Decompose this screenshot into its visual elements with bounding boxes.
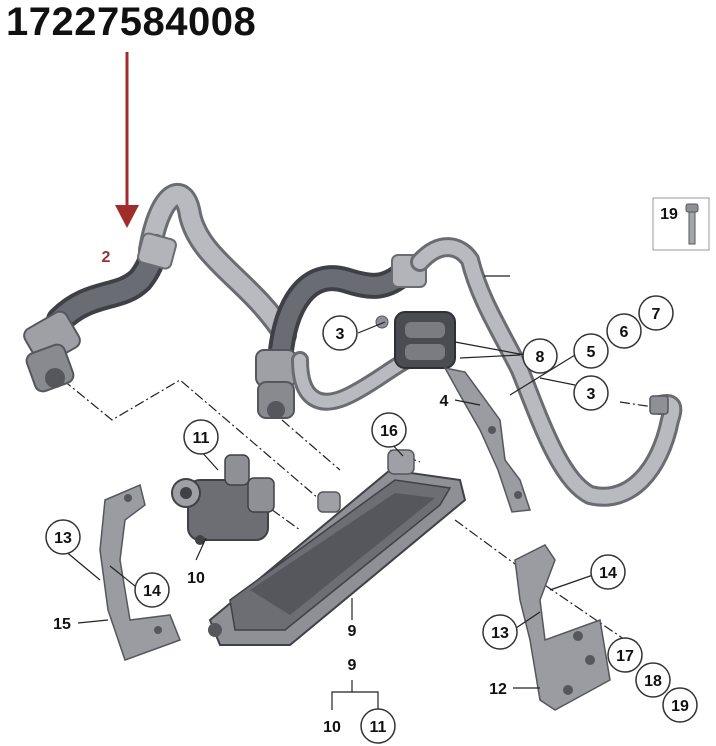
callout-14-left: 14	[143, 583, 161, 600]
label-2-highlight: 2	[102, 249, 111, 266]
label-9-group: 9	[348, 657, 357, 674]
callout-leaders	[63, 275, 594, 710]
label-10-group: 10	[323, 719, 341, 736]
callout-circles	[45, 295, 698, 744]
callout-17: 17	[616, 648, 634, 665]
bracket-part-15	[99, 483, 181, 661]
coolant-hose-upper	[138, 183, 297, 347]
bracket-part-12	[514, 544, 611, 711]
label-4: 4	[440, 393, 449, 410]
bracket-part-4	[443, 366, 532, 513]
callout-3-right: 3	[587, 386, 596, 403]
callout-6: 6	[620, 324, 629, 341]
callout-texts: 3 8 5 6 7 3 11 16 13 14 14 13 17 18 19 1…	[53, 249, 689, 736]
label-9-cooler: 9	[348, 623, 357, 640]
inset-label-19: 19	[660, 206, 678, 223]
pointer-arrow	[115, 52, 139, 228]
coolant-hose-return	[410, 237, 683, 507]
callout-18: 18	[644, 673, 662, 690]
coolant-hose-middle	[255, 254, 427, 419]
callout-19: 19	[671, 698, 689, 715]
callout-14-right: 14	[599, 565, 617, 582]
label-12: 12	[489, 681, 507, 698]
callout-13-right: 13	[491, 625, 509, 642]
callout-5: 5	[587, 344, 596, 361]
thermostat-housing	[171, 454, 275, 545]
callout-7: 7	[652, 306, 661, 323]
hose-holder	[375, 311, 456, 369]
part-number-title: 17227584008	[6, 0, 257, 44]
callout-11-bottom: 11	[370, 719, 387, 736]
label-15: 15	[53, 616, 71, 633]
callout-8: 8	[536, 349, 545, 366]
inset-part-19: 19	[652, 197, 710, 251]
callout-16: 16	[380, 423, 398, 440]
callout-13-left: 13	[54, 530, 72, 547]
callout-11-top: 11	[193, 430, 210, 447]
label-10-thermostat: 10	[187, 570, 205, 587]
coolant-hose-part-2	[23, 232, 177, 393]
oil-cooler	[208, 449, 467, 646]
callout-3-top: 3	[336, 326, 345, 343]
